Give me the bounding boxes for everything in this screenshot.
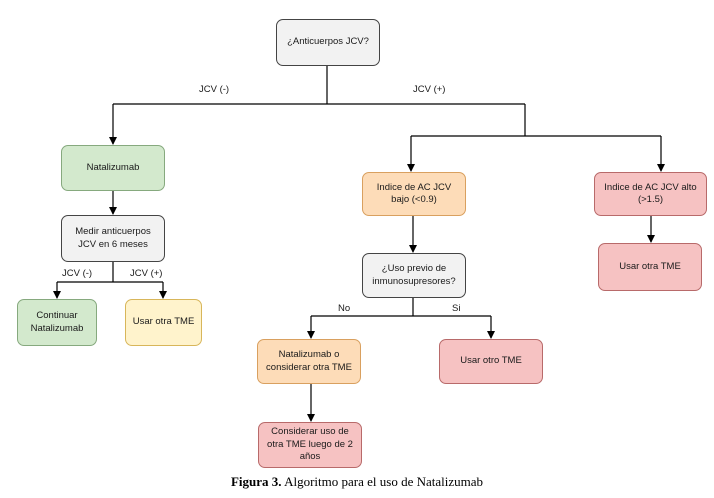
node-medir-anticuerpos: Medir anticuerpos JCV en 6 meses: [61, 215, 165, 262]
node-usar-otra-tme-left: Usar otra TME: [125, 299, 202, 346]
figure-caption: Figura 3. Algoritmo para el uso de Natal…: [0, 474, 714, 490]
edge-label-jcv-negative-6m: JCV (-): [62, 268, 93, 279]
figure-label: Figura 3.: [230, 474, 282, 489]
node-continuar-natalizumab: Continuar Natalizumab: [17, 299, 97, 346]
node-considerar-otra-tme-2-anos: Considerar uso de otra TME luego de 2 añ…: [258, 422, 362, 468]
node-natalizumab: Natalizumab: [61, 145, 165, 191]
node-natalizumab-o-considerar: Natalizumab o considerar otra TME: [257, 339, 361, 384]
edge-label-no: No: [338, 303, 351, 314]
node-indice-ac-jcv-alto: Indice de AC JCV alto (>1.5): [594, 172, 707, 216]
node-anticuerpos-jcv-question: ¿Anticuerpos JCV?: [276, 19, 380, 66]
node-indice-ac-jcv-bajo: Indice de AC JCV bajo (<0.9): [362, 172, 466, 216]
edge-label-jcv-negative: JCV (-): [199, 84, 230, 95]
node-usar-otro-tme-si: Usar otro TME: [439, 339, 543, 384]
edge-label-jcv-positive-6m: JCV (+): [130, 268, 163, 279]
edge-label-si: Si: [452, 303, 461, 314]
node-uso-previo-inmunosupresores: ¿Uso previo de inmunosupresores?: [362, 253, 466, 298]
node-usar-otra-tme-alto: Usar otra TME: [598, 243, 702, 291]
figure-caption-text: Algoritmo para el uso de Natalizumab: [284, 474, 484, 489]
edge-label-jcv-positive: JCV (+): [413, 84, 446, 95]
